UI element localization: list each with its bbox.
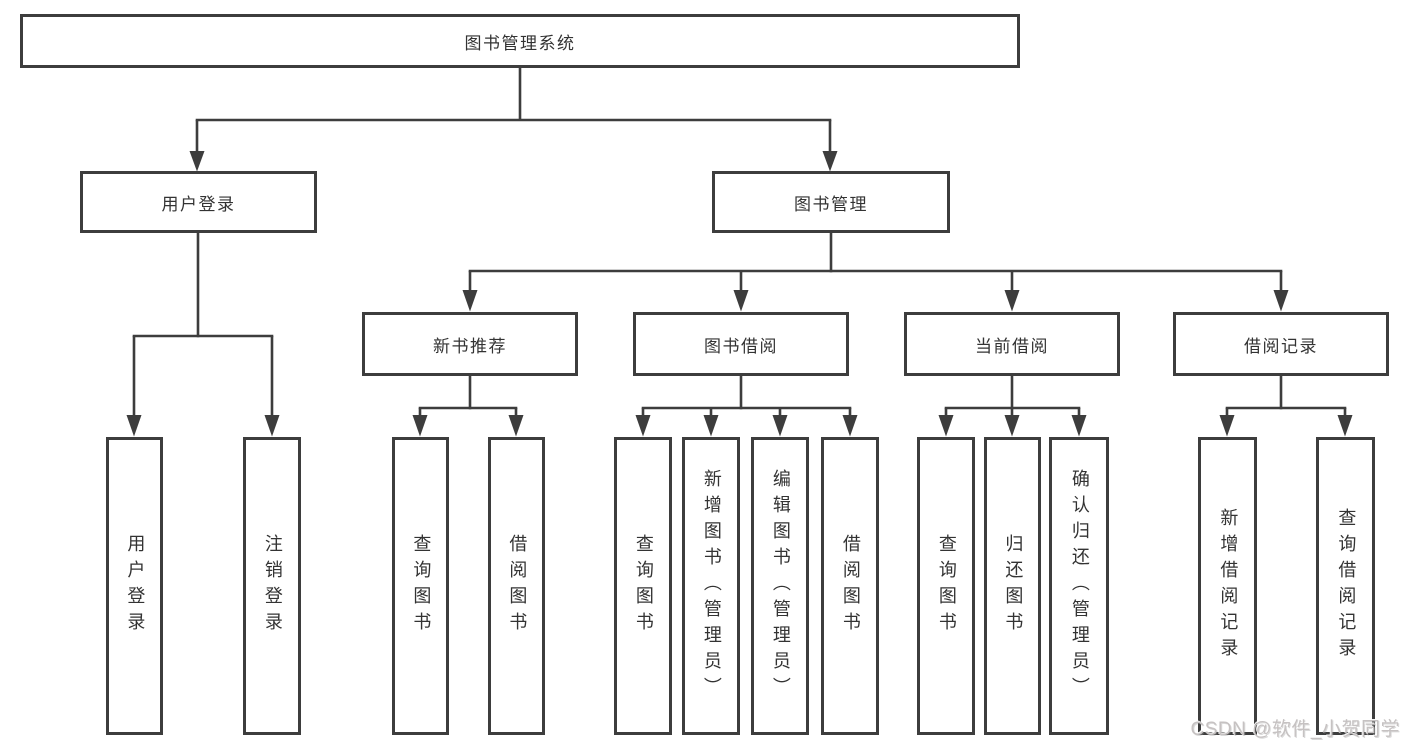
arrowheads-book-borrow <box>635 415 858 437</box>
edge-borrow-records-to-leaves <box>1225 376 1347 417</box>
node-label: 图书借阅 <box>704 336 778 356</box>
edge-user-login-to-leaves <box>132 232 274 417</box>
node-return-book: 归还图书 <box>984 437 1041 735</box>
node-query-books-3: 查询图书 <box>917 437 975 735</box>
node-label: 借阅图书 <box>840 534 861 638</box>
node-borrow-books-1: 借阅图书 <box>488 437 545 735</box>
node-label: 新增借阅记录 <box>1218 508 1239 664</box>
node-borrow-books-2: 借阅图书 <box>821 437 879 735</box>
node-book-management: 图书管理 <box>712 171 950 233</box>
node-label: 用户登录 <box>125 534 146 638</box>
node-label: 借阅图书 <box>507 534 528 638</box>
node-query-borrow-record: 查询借阅记录 <box>1316 437 1375 735</box>
node-label: 新书推荐 <box>433 336 507 356</box>
node-label: 当前借阅 <box>975 336 1049 356</box>
node-query-books-2: 查询图书 <box>614 437 672 735</box>
arrowheads-level2 <box>189 151 838 172</box>
edge-current-borrow-to-leaves <box>944 376 1081 417</box>
node-new-book-recommend: 新书推荐 <box>362 312 578 376</box>
node-user-login-leaf: 用户登录 <box>106 437 163 735</box>
node-add-book-admin: 新增图书（管理员） <box>682 437 740 735</box>
node-label: 图书管理系统 <box>464 33 576 53</box>
edge-book-borrow-to-leaves <box>641 376 852 417</box>
arrowheads-borrow-records <box>1219 415 1353 437</box>
node-add-borrow-record: 新增借阅记录 <box>1198 437 1257 735</box>
arrowheads-level3 <box>462 290 1289 312</box>
arrowheads-current-borrow <box>938 415 1087 437</box>
node-book-borrow: 图书借阅 <box>633 312 849 376</box>
node-edit-book-admin: 编辑图书（管理员） <box>751 437 809 735</box>
node-label: 查询图书 <box>936 534 957 638</box>
node-label: 确认归还（管理员） <box>1069 469 1090 703</box>
node-label: 新增图书（管理员） <box>701 469 722 703</box>
node-borrow-records: 借阅记录 <box>1173 312 1389 376</box>
node-current-borrow: 当前借阅 <box>904 312 1120 376</box>
arrowheads-new-book <box>412 415 524 437</box>
node-label: 图书管理 <box>794 194 868 214</box>
arrowheads-user-login <box>126 415 280 437</box>
node-library-system: 图书管理系统 <box>20 14 1020 68</box>
node-label: 用户登录 <box>161 194 236 214</box>
node-logout-leaf: 注销登录 <box>243 437 301 735</box>
node-label: 查询借阅记录 <box>1336 508 1357 664</box>
node-query-books-1: 查询图书 <box>392 437 449 735</box>
node-user-login: 用户登录 <box>80 171 317 233</box>
edge-root-to-level2 <box>195 67 832 153</box>
node-label: 借阅记录 <box>1244 336 1318 356</box>
csdn-watermark: CSDN @软件_小贺同学 <box>1190 719 1400 740</box>
node-confirm-return-admin: 确认归还（管理员） <box>1049 437 1109 735</box>
node-label: 编辑图书（管理员） <box>770 469 791 703</box>
node-label: 查询图书 <box>411 534 432 638</box>
node-label: 查询图书 <box>633 534 654 638</box>
edge-new-book-to-leaves <box>418 376 518 417</box>
node-label: 注销登录 <box>262 534 283 638</box>
edge-book-mgmt-to-level3 <box>468 232 1283 292</box>
node-label: 归还图书 <box>1003 534 1024 638</box>
